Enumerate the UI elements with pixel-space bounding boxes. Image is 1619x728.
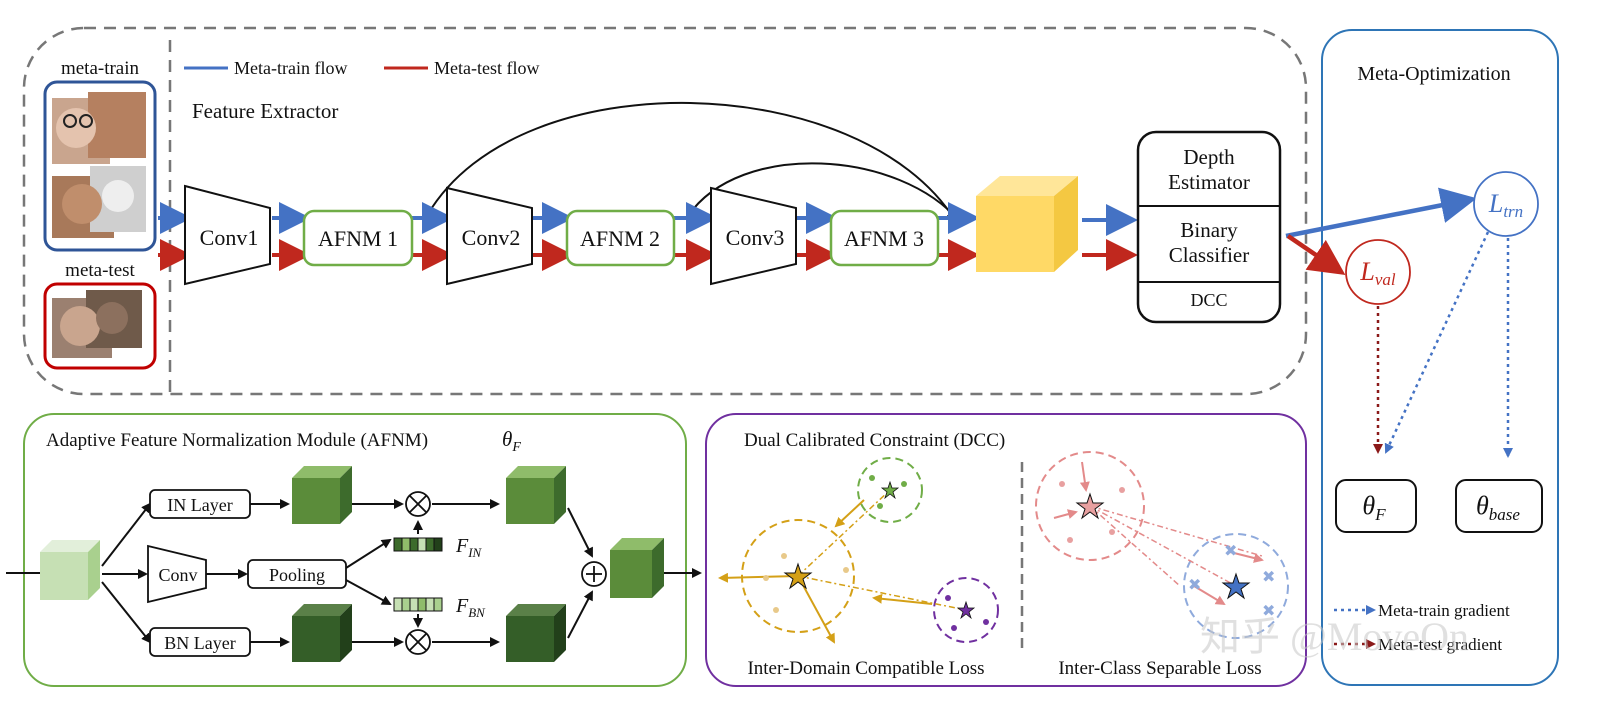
theta-f-label: θF bbox=[1362, 491, 1386, 524]
conv3-label: Conv3 bbox=[726, 225, 785, 250]
afnm3-block bbox=[829, 209, 940, 267]
f-in-label: FIN bbox=[455, 535, 483, 560]
afnm-branch-arrows bbox=[101, 499, 702, 647]
head-module-box bbox=[1136, 130, 1282, 324]
feature-extractor-panel bbox=[22, 26, 1308, 396]
afnm-conv-block bbox=[147, 544, 207, 604]
afnm-conv-label: Conv bbox=[158, 565, 197, 585]
conv1-label: Conv1 bbox=[200, 225, 259, 250]
depth-estimator-line1: Depth bbox=[1183, 145, 1235, 169]
ltrn-to-thetaf-gradient bbox=[1384, 231, 1490, 454]
binary-classifier-line2: Classifier bbox=[1169, 243, 1249, 267]
afnm3-label: AFNM 3 bbox=[844, 226, 924, 251]
f-in-main: F bbox=[455, 535, 469, 557]
conv1-block bbox=[184, 184, 271, 286]
afnm2-label: AFNM 2 bbox=[580, 226, 660, 251]
meta-train-face-images bbox=[52, 92, 146, 238]
train-to-ltrn-arrow bbox=[1285, 187, 1477, 239]
l-trn-label: Ltrn bbox=[1488, 189, 1523, 221]
dcc-head-label: DCC bbox=[1190, 290, 1227, 310]
theta-base-main: θ bbox=[1476, 491, 1489, 520]
conv3-block bbox=[710, 186, 797, 286]
svg-text:✖: ✖ bbox=[1224, 543, 1237, 560]
l-val-sub: val bbox=[1375, 270, 1396, 289]
l-trn-node bbox=[1473, 171, 1539, 237]
pooling-label: Pooling bbox=[269, 565, 325, 585]
afnm-theta-label: θF bbox=[502, 427, 521, 455]
meta-optimization-panel bbox=[1321, 29, 1559, 686]
f-in-sub: IN bbox=[467, 545, 482, 560]
pooling-box bbox=[247, 559, 347, 589]
theta-f-sub: F bbox=[1374, 505, 1386, 524]
feature-extractor-label: Feature Extractor bbox=[192, 99, 338, 123]
l-trn-main: L bbox=[1488, 189, 1503, 218]
afnm-theta-main: θ bbox=[502, 427, 512, 451]
in-layer-label: IN Layer bbox=[167, 495, 232, 515]
l-val-label: Lval bbox=[1359, 257, 1396, 289]
f-bn-label: FBN bbox=[455, 595, 486, 620]
afnm1-label: AFNM 1 bbox=[318, 226, 398, 251]
conv2-block bbox=[446, 186, 533, 286]
skip-arc-long bbox=[427, 101, 957, 222]
afnm-theta-sub: F bbox=[511, 440, 521, 455]
meta-train-label: meta-train bbox=[61, 58, 140, 79]
inter-domain-caption: Inter-Domain Compatible Loss bbox=[747, 658, 984, 679]
l-val-main: L bbox=[1359, 257, 1374, 286]
theta-base-label: θbase bbox=[1476, 491, 1520, 524]
l-val-node bbox=[1345, 239, 1411, 305]
in-layer-box bbox=[149, 489, 251, 519]
inter-class-caption: Inter-Class Separable Loss bbox=[1058, 658, 1261, 679]
meta-test-box bbox=[43, 282, 157, 370]
add-op bbox=[581, 561, 607, 587]
afnm2-block bbox=[565, 209, 676, 267]
multiply-op-bn bbox=[405, 629, 431, 655]
test-to-lval-arrow bbox=[1286, 234, 1346, 276]
svg-text:✖: ✖ bbox=[1262, 569, 1275, 586]
watermark: 知乎 @MoveOn bbox=[1200, 614, 1469, 659]
theta-f-box bbox=[1335, 479, 1417, 533]
theta-base-sub: base bbox=[1489, 505, 1521, 524]
legend-test-label: Meta-test flow bbox=[434, 58, 539, 78]
afnm-output-cube bbox=[610, 538, 664, 598]
meta-test-face-images bbox=[52, 290, 142, 358]
f-bn-main: F bbox=[455, 595, 469, 617]
bn-weighted-cube bbox=[506, 604, 566, 662]
afnm-input-cube bbox=[40, 540, 100, 600]
f-bn-weight-bar bbox=[393, 597, 443, 612]
afnm1-block bbox=[302, 209, 414, 267]
legend-train-gradient-label: Meta-train gradient bbox=[1378, 601, 1510, 620]
svg-text:✖: ✖ bbox=[1262, 603, 1275, 620]
bn-output-cube bbox=[292, 604, 352, 662]
meta-train-box bbox=[43, 80, 157, 252]
afnm-panel bbox=[23, 413, 687, 687]
feature-map-cube bbox=[976, 176, 1078, 272]
blue-flow-arrows bbox=[158, 202, 1138, 236]
conv2-label: Conv2 bbox=[462, 225, 521, 250]
depth-estimator-line2: Estimator bbox=[1168, 170, 1250, 194]
dcc-title: Dual Calibrated Constraint (DCC) bbox=[744, 430, 1005, 451]
meta-optimization-title: Meta-Optimization bbox=[1357, 63, 1510, 85]
f-bn-sub: BN bbox=[468, 605, 486, 620]
theta-f-main: θ bbox=[1362, 491, 1375, 520]
meta-test-label: meta-test bbox=[65, 260, 135, 281]
l-trn-sub: trn bbox=[1503, 202, 1523, 221]
legend-train-label: Meta-train flow bbox=[234, 58, 347, 78]
in-weighted-cube bbox=[506, 466, 566, 524]
binary-classifier-line1: Binary bbox=[1180, 218, 1238, 242]
inter-domain-illustration bbox=[718, 457, 999, 644]
f-in-weight-bar bbox=[393, 537, 443, 552]
bn-layer-label: BN Layer bbox=[164, 633, 235, 653]
afnm-title: Adaptive Feature Normalization Module (A… bbox=[46, 430, 428, 451]
inter-class-illustration: ✖ ✖ ✖ ✖ bbox=[1035, 451, 1289, 639]
legend-test-gradient-label: Meta-test gradient bbox=[1378, 635, 1502, 654]
multiply-op-in bbox=[405, 491, 431, 517]
bn-layer-box bbox=[149, 627, 251, 657]
theta-base-box bbox=[1455, 479, 1543, 533]
svg-text:✖: ✖ bbox=[1188, 577, 1201, 594]
in-output-cube bbox=[292, 466, 352, 524]
dcc-panel bbox=[705, 413, 1307, 687]
